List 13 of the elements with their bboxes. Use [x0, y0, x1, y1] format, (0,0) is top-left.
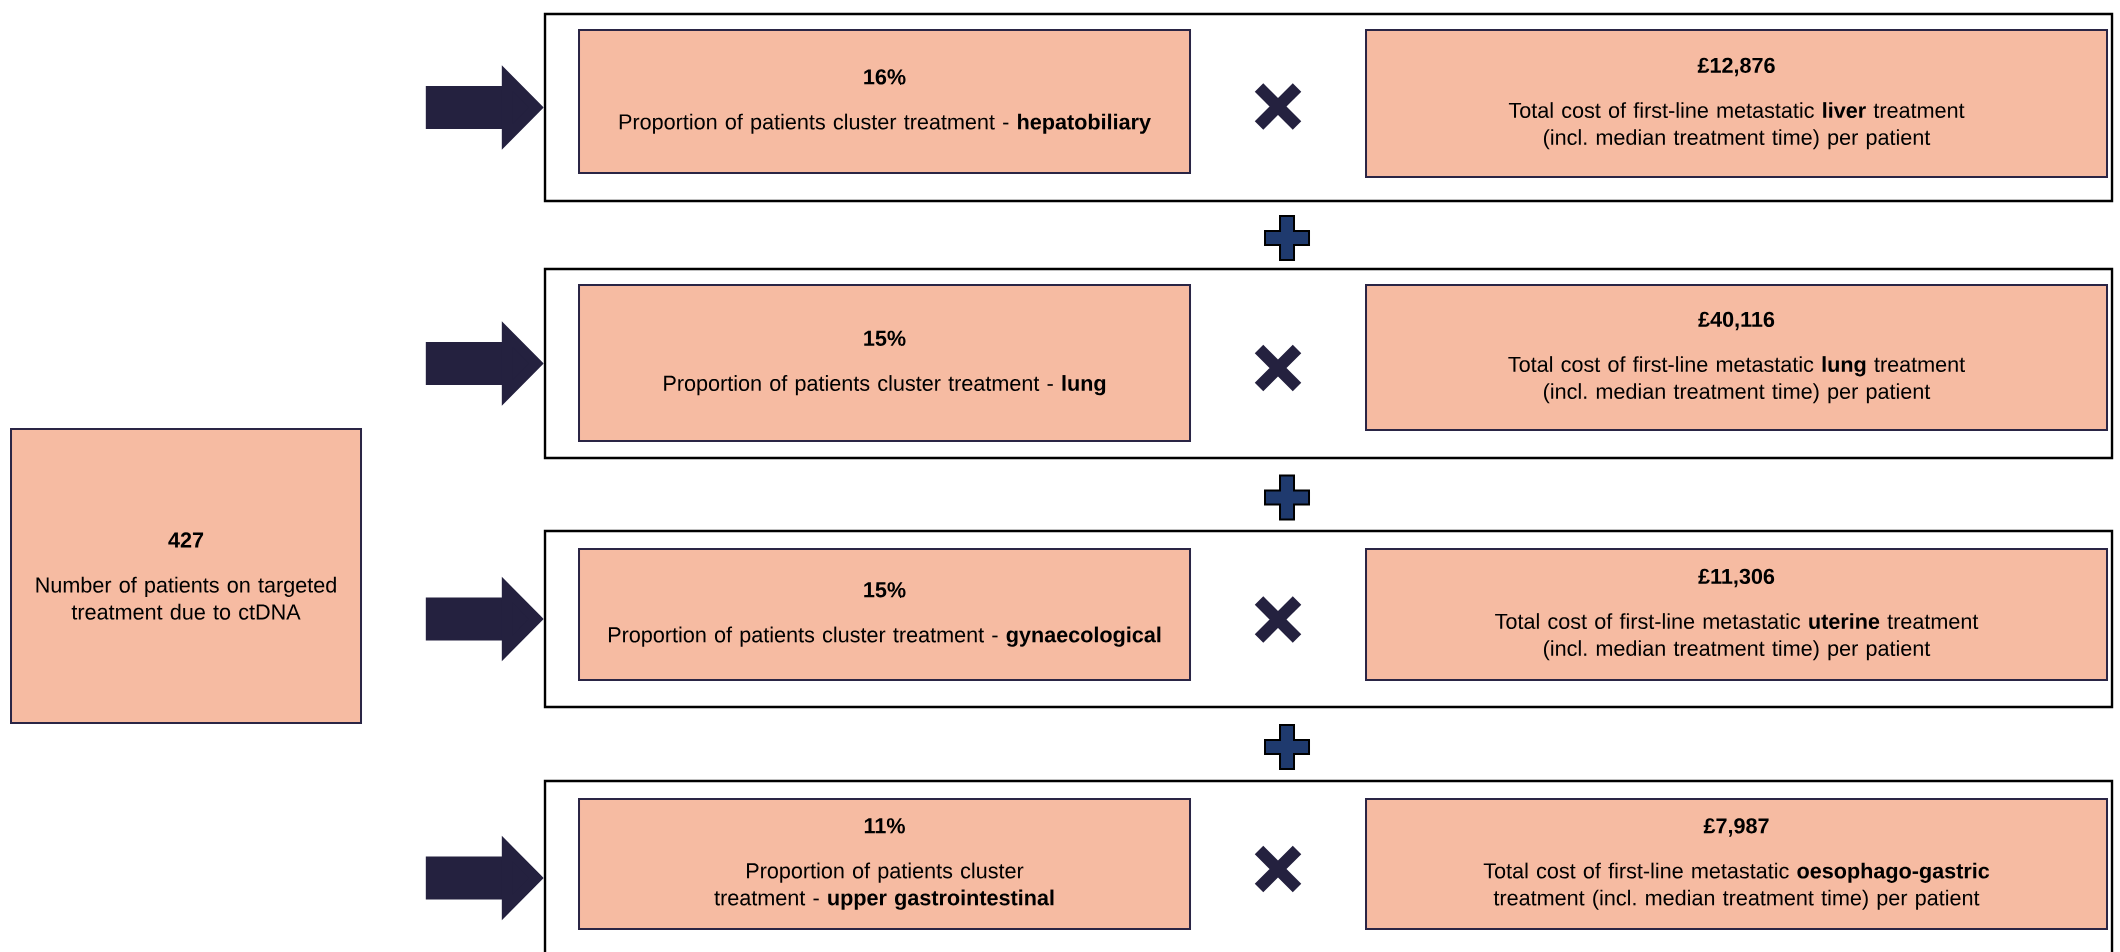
group-frame: [543, 267, 2114, 460]
text-box: 15% Proportion of patients cluster treatment - lung: [578, 284, 1191, 442]
group-frame: [543, 529, 2114, 709]
text-box: £7,987 Total cost of first-line metastatic oesophago-gastric treatment (incl. median treatment time) per patient: [1365, 798, 2108, 930]
text-box: 427 Number of patients on targeted treatment due to ctDNA: [10, 428, 362, 724]
text-box: 16% Proportion of patients cluster treatment - hepatobiliary: [578, 29, 1191, 174]
group-frame: [543, 12, 2114, 203]
text-box: £40,116 Total cost of first-line metastatic lung treatment (incl. median treatment time) per patient: [1365, 284, 2108, 431]
text-box: £12,876 Total cost of first-line metastatic liver treatment (incl. median treatment time) per patient: [1365, 29, 2108, 178]
text-box: 11% Proportion of patients cluster treatment - upper gastrointestinal: [578, 798, 1191, 930]
group-frame: [543, 779, 2114, 952]
text-box: 15% Proportion of patients cluster treatment - gynaecological: [578, 548, 1191, 681]
text-box: £11,306 Total cost of first-line metastatic uterine treatment (incl. median treatment time) per patient: [1365, 548, 2108, 681]
